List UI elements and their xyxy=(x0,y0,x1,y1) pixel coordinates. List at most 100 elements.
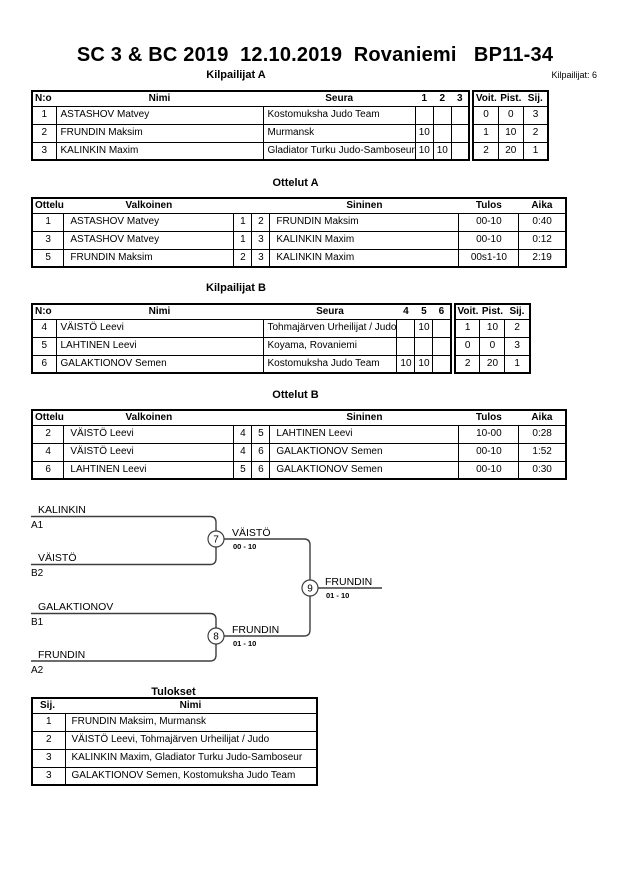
table-row: 5 FRUNDIN Maksim 2 3 KALINKIN Maxim 00s1… xyxy=(31,248,567,268)
cell-sininen: LAHTINEN Leevi xyxy=(269,424,460,444)
col-header-1: 1 xyxy=(415,90,434,107)
col-header-wno xyxy=(233,197,252,214)
cell-score-4: 10 xyxy=(396,354,416,374)
cell-bno: 5 xyxy=(251,424,271,444)
col-header-aika: Aika xyxy=(518,197,566,214)
cell-score-2 xyxy=(432,123,452,143)
cell-sininen: FRUNDIN Maksim xyxy=(269,212,460,232)
bracket-line xyxy=(31,612,217,628)
cell-bno: 2 xyxy=(251,212,271,232)
header-row: Sij. Nimi xyxy=(32,697,317,714)
col-header-2: 2 xyxy=(433,90,452,107)
table-row: 2 FRUNDIN Maksim Murmansk 10 xyxy=(31,123,470,143)
cell-ottelu: 3 xyxy=(31,230,65,250)
bracket-line xyxy=(31,547,217,566)
col-header-valkoinen: Valkoinen xyxy=(63,197,234,214)
cell-bno: 3 xyxy=(251,230,271,250)
col-header-sininen: Sininen xyxy=(269,197,459,214)
cell-pist: 10 xyxy=(497,123,524,143)
cell-wno: 5 xyxy=(233,460,253,480)
col-header-sininen: Sininen xyxy=(269,409,459,426)
col-header-sij: Sij. xyxy=(504,303,530,320)
cell-bno: 6 xyxy=(251,442,271,462)
cell-voit: 1 xyxy=(454,318,481,338)
cell-nimi: VÄISTÖ Leevi, Tohmajärven Urheilijat / J… xyxy=(64,730,318,750)
section-heading-kilpailijat-b: Kilpailijat B xyxy=(206,282,266,294)
col-header-voit: Voit. xyxy=(473,90,499,107)
col-header-seura: Seura xyxy=(263,90,416,107)
cell-score-2: 10 xyxy=(432,141,452,161)
col-header-bno xyxy=(251,409,270,426)
table-row: 2 VÄISTÖ Leevi 4 5 LAHTINEN Leevi 10-00 … xyxy=(31,424,567,444)
cell-wno: 4 xyxy=(233,442,253,462)
cell-nimi: KALINKIN Maxim, Gladiator Turku Judo-Sam… xyxy=(64,748,318,768)
cell-wno: 2 xyxy=(233,248,253,268)
competitor-count-label: Kilpailijat: 6 xyxy=(551,70,597,80)
cell-wno: 4 xyxy=(233,424,253,444)
cell-score-2 xyxy=(432,105,452,125)
bracket-name: KALINKIN xyxy=(38,504,86,516)
cell-ottelu: 1 xyxy=(31,212,65,232)
table-row: 3 GALAKTIONOV Semen, Kostomuksha Judo Te… xyxy=(31,766,318,786)
header-row: N:o Nimi Seura 1 2 3 xyxy=(32,90,470,107)
cell-sininen: KALINKIN Maxim xyxy=(269,248,460,268)
cell-score-3 xyxy=(450,141,470,161)
table-row: 3 KALINKIN Maxim, Gladiator Turku Judo-S… xyxy=(31,748,318,768)
cell-score-3 xyxy=(450,105,470,125)
cell-sij: 3 xyxy=(522,105,549,125)
bracket-score: 01 - 10 xyxy=(233,639,256,648)
table-row: 1 ASTASHOV Matvey Kostomuksha Judo Team xyxy=(31,105,470,125)
cell-score-5: 10 xyxy=(414,318,434,338)
bracket-line xyxy=(224,538,311,580)
table-row: 0 0 3 xyxy=(472,105,549,125)
cell-wno: 1 xyxy=(233,212,253,232)
cell-sij: 3 xyxy=(504,336,531,356)
cell-tulos: 00-10 xyxy=(458,230,520,250)
cell-nimi: VÄISTÖ Leevi xyxy=(55,318,264,338)
cell-valkoinen: VÄISTÖ Leevi xyxy=(63,442,235,462)
col-header-pist: Pist. xyxy=(479,303,505,320)
header-row: Voit. Pist. Sij. xyxy=(454,303,530,320)
cell-tulos: 00-10 xyxy=(458,460,520,480)
col-header-no: N:o xyxy=(32,303,56,320)
cell-tulos: 00-10 xyxy=(458,212,520,232)
cell-seura: Kostomuksha Judo Team xyxy=(262,105,416,125)
table-kilpailijat-b: N:o Nimi Seura 4 5 6 4 VÄISTÖ Leevi Tohm… xyxy=(31,303,531,374)
ottelut-b: Ottelu Valkoinen Sininen Tulos Aika 2 VÄ… xyxy=(31,409,567,480)
col-header-3: 3 xyxy=(451,90,470,107)
bracket-line xyxy=(31,644,217,662)
cell-voit: 2 xyxy=(472,141,499,161)
col-header-wno xyxy=(233,409,252,426)
col-header-valkoinen: Valkoinen xyxy=(63,409,234,426)
cell-sij: 2 xyxy=(522,123,549,143)
cell-score-6 xyxy=(432,318,452,338)
cell-score-5 xyxy=(414,336,434,356)
col-header-5: 5 xyxy=(414,303,433,320)
match-node-8 xyxy=(207,627,225,645)
bracket-seed: B2 xyxy=(31,568,44,579)
cell-aika: 0:28 xyxy=(518,424,567,444)
cell-ottelu: 6 xyxy=(31,460,65,480)
col-header-nimi: Nimi xyxy=(56,90,263,107)
cell-bno: 6 xyxy=(251,460,271,480)
cell-nimi: LAHTINEN Leevi xyxy=(55,336,264,356)
match-node-9 xyxy=(301,579,319,597)
table-row: 1 FRUNDIN Maksim, Murmansk xyxy=(31,712,318,732)
cell-score-4 xyxy=(396,336,416,356)
cell-pist: 20 xyxy=(479,354,506,374)
cell-valkoinen: ASTASHOV Matvey xyxy=(63,230,235,250)
ottelut-a: Ottelu Valkoinen Sininen Tulos Aika 1 AS… xyxy=(31,197,567,268)
bracket-winner: FRUNDIN xyxy=(232,624,279,636)
cell-nimi: FRUNDIN Maksim xyxy=(55,123,264,143)
bracket-seed: A2 xyxy=(31,665,44,676)
table-row: 1 10 2 xyxy=(472,123,549,143)
tulokset: Sij. Nimi 1 FRUNDIN Maksim, Murmansk 2 V… xyxy=(31,697,318,786)
cell-bno: 3 xyxy=(251,248,271,268)
table-row: 5 LAHTINEN Leevi Koyama, Rovaniemi xyxy=(31,336,452,356)
kilpailijat-b-main: N:o Nimi Seura 4 5 6 4 VÄISTÖ Leevi Tohm… xyxy=(31,303,452,374)
table-row: 2 VÄISTÖ Leevi, Tohmajärven Urheilijat /… xyxy=(31,730,318,750)
cell-ottelu: 5 xyxy=(31,248,65,268)
table-row: 2 20 1 xyxy=(472,141,549,161)
cell-aika: 0:12 xyxy=(518,230,567,250)
col-header-aika: Aika xyxy=(518,409,566,426)
